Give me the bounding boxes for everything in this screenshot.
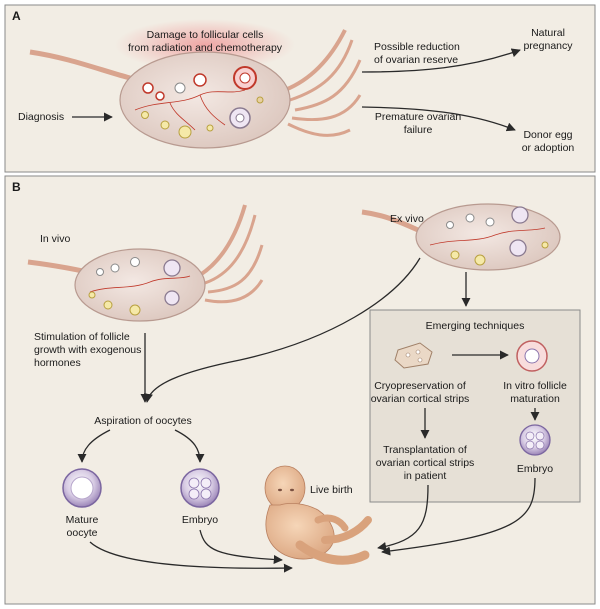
fimbriae-b xyxy=(198,204,264,304)
damage-label-2: from radiation and chemotherapy xyxy=(128,42,283,54)
emerging-box xyxy=(369,309,581,503)
natural-label-2: pregnancy xyxy=(523,40,573,52)
natural-label-1: Natural xyxy=(531,27,565,39)
tube-ex-vivo xyxy=(361,209,420,233)
donor-label-1: Donor egg xyxy=(523,129,572,141)
transplant-label-3: in patient xyxy=(404,470,447,482)
reduction-label-2: of ovarian reserve xyxy=(374,54,458,66)
transplant-to-birth-arrow xyxy=(377,484,429,551)
mature-label-1: Mature xyxy=(66,514,99,526)
ex-vivo-label: Ex vivo xyxy=(390,213,424,225)
reduction-label-1: Possible reduction xyxy=(374,41,460,53)
ovary-a-follicles xyxy=(141,66,264,139)
live-birth-label: Live birth xyxy=(310,484,353,496)
embryo-right-to-birth-arrow xyxy=(381,477,536,556)
baby-figure xyxy=(264,465,372,565)
failure-label-2: failure xyxy=(404,124,433,136)
invitro-label-2: maturation xyxy=(510,393,560,405)
donor-arrow xyxy=(361,106,516,132)
natural-arrow xyxy=(361,48,521,73)
transplant-label-2: ovarian cortical strips xyxy=(376,457,475,469)
cryo-label-2: ovarian cortical strips xyxy=(371,393,470,405)
panel-b-letter: B xyxy=(12,180,21,194)
mature-label-2: oocyte xyxy=(67,527,98,539)
ovary-a-vessels xyxy=(134,89,246,131)
embryo-right-icon xyxy=(519,424,551,456)
ovary-ex-vivo-follicles xyxy=(429,206,549,266)
panel-a xyxy=(4,4,596,173)
donor-label-2: or adoption xyxy=(522,142,575,154)
to-embryo-arrow xyxy=(174,429,205,463)
transplant-label-1: Transplantation of xyxy=(383,444,467,456)
oocyte-to-birth-arrow xyxy=(89,541,293,573)
damage-glow xyxy=(115,19,295,71)
damage-label-1: Damage to follicular cells xyxy=(147,29,264,41)
panel-a-letter: A xyxy=(12,9,21,23)
ovary-a xyxy=(119,51,291,149)
diagnosis-label: Diagnosis xyxy=(18,111,64,123)
embryo-left-label: Embryo xyxy=(182,514,218,526)
ovary-in-vivo-follicles xyxy=(88,257,191,316)
aspiration-label: Aspiration of oocytes xyxy=(94,415,191,427)
cortical-strip-icon xyxy=(394,342,433,369)
invitro-label-1: In vitro follicle xyxy=(503,380,567,392)
fimbriae-a xyxy=(284,29,362,137)
embryo-to-birth-arrow xyxy=(199,529,283,565)
to-oocyte-arrow xyxy=(77,429,111,463)
ex-vivo-to-aspiration-arrow xyxy=(143,257,421,403)
stimulation-label-3: hormones xyxy=(34,357,81,369)
stimulation-label-2: growth with exogenous xyxy=(34,344,141,356)
stimulation-label-1: Stimulation of follicle xyxy=(34,331,130,343)
in-vivo-label: In vivo xyxy=(40,233,71,245)
cryo-label-1: Cryopreservation of xyxy=(374,380,466,392)
embryo-left-icon xyxy=(180,468,220,508)
embryo-right-label: Embryo xyxy=(517,463,553,475)
tube-left-a xyxy=(29,49,131,81)
failure-label-1: Premature ovarian xyxy=(375,111,462,123)
emerging-label: Emerging techniques xyxy=(426,320,525,332)
